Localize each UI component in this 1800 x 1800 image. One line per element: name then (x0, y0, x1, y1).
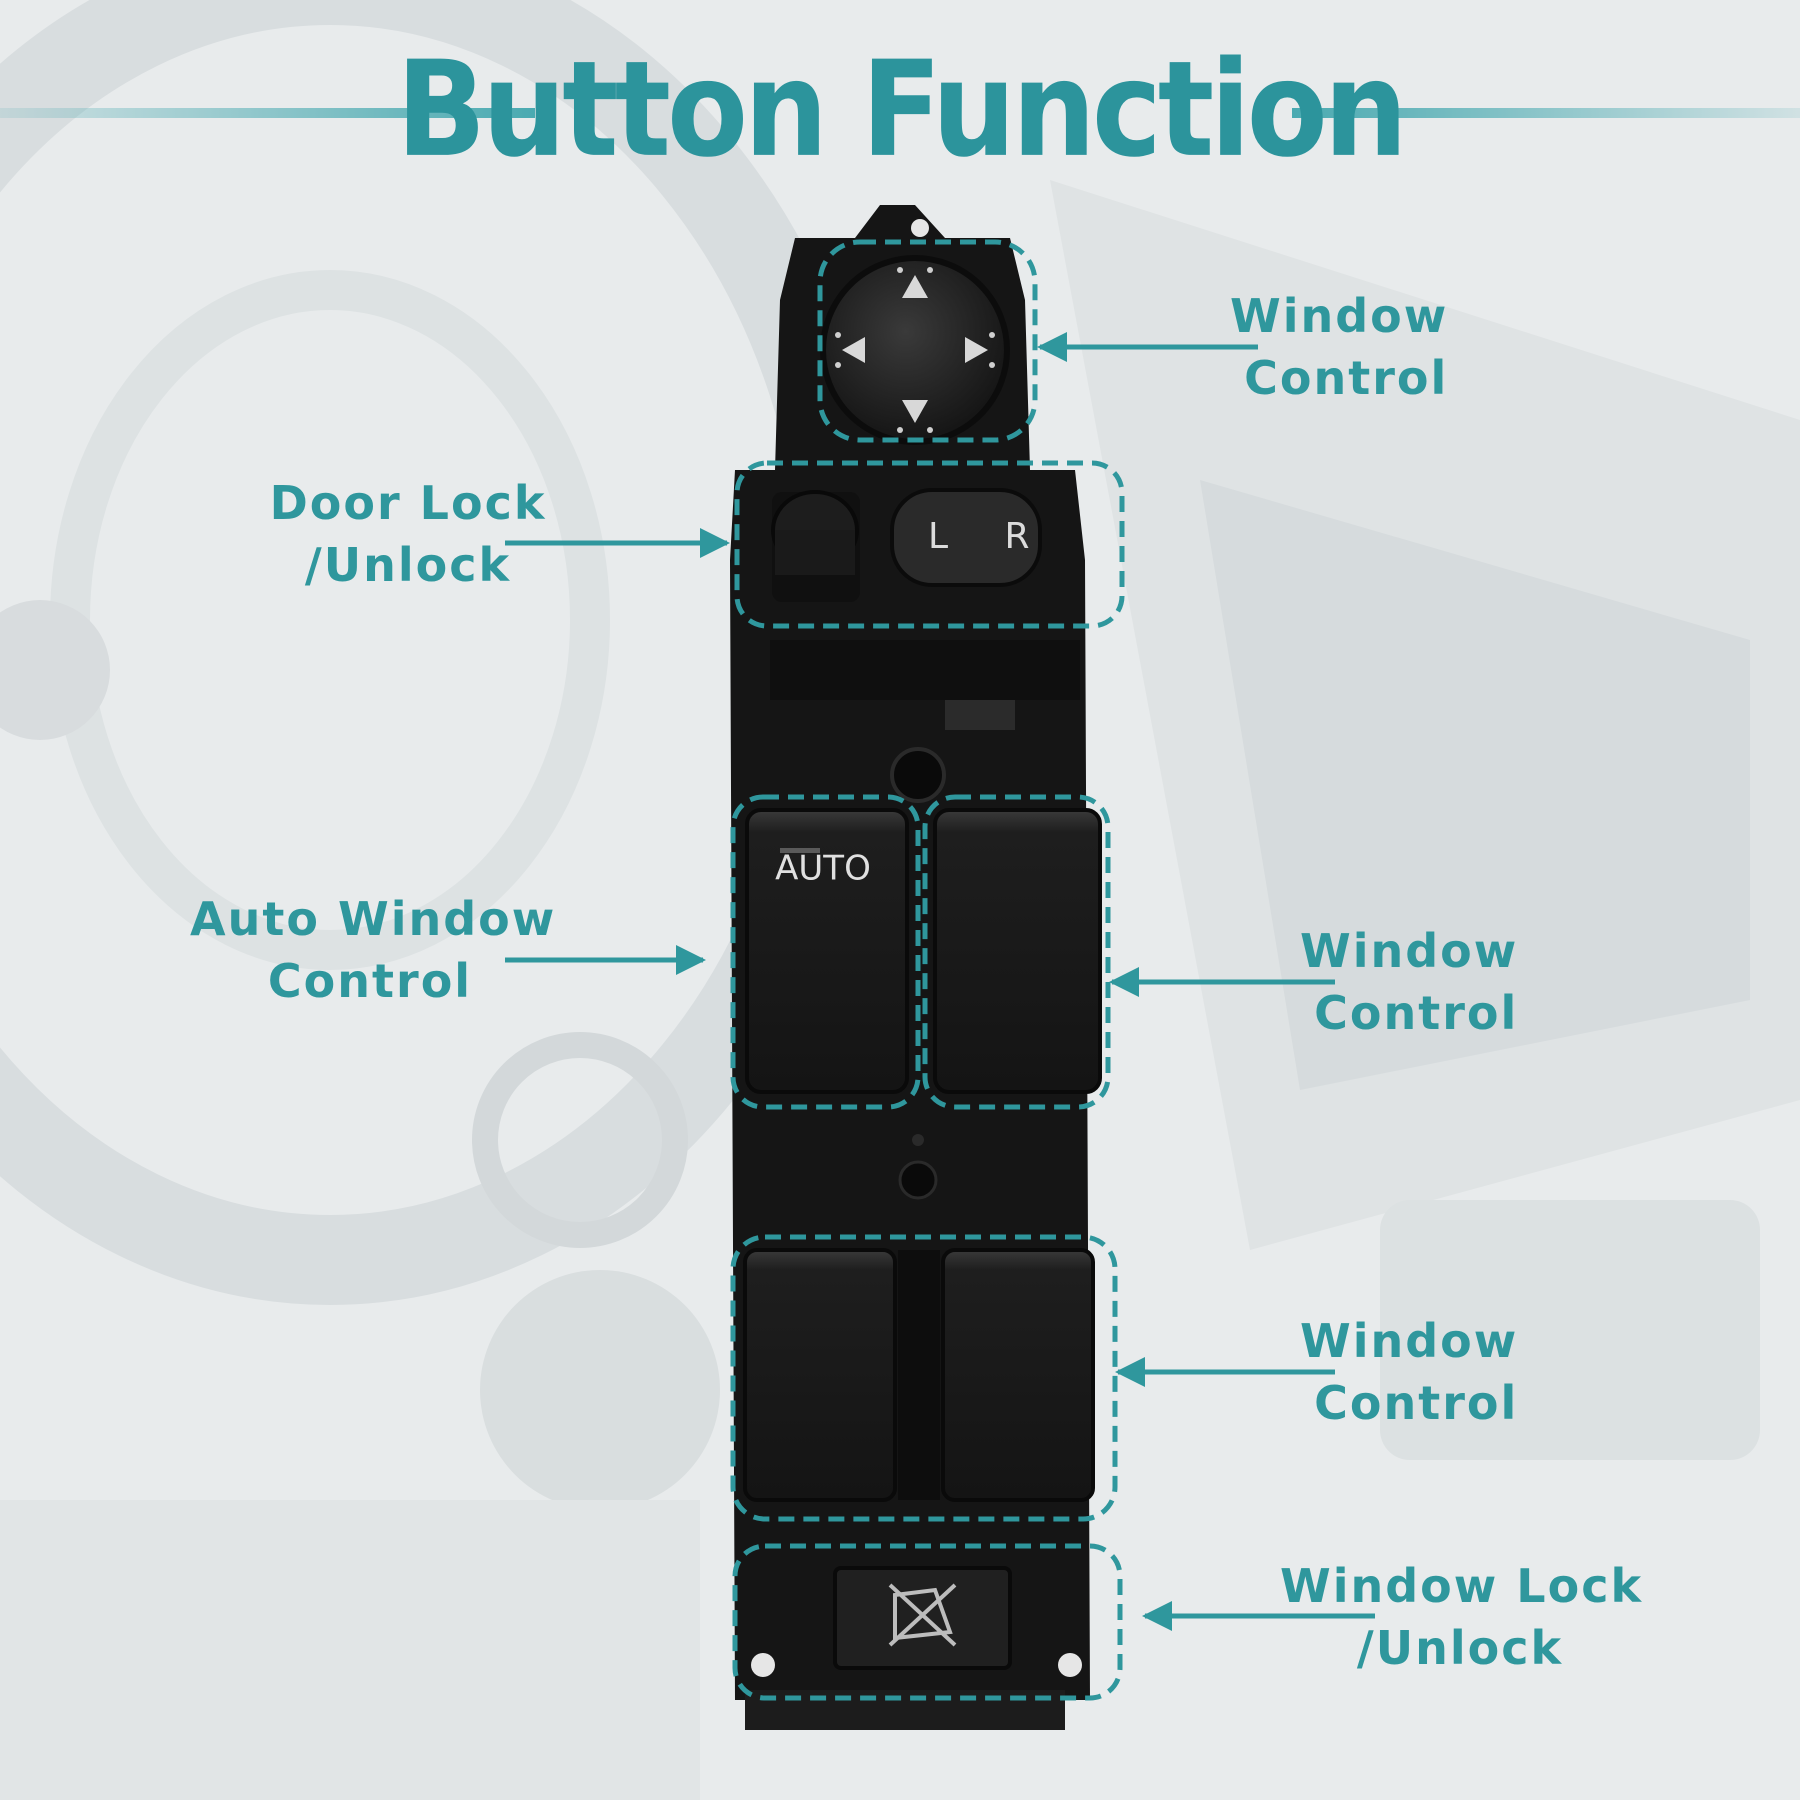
callout-line: Window (1300, 1314, 1519, 1368)
callout-window-lock: Window Lock /Unlock (1280, 1555, 1644, 1679)
callout-line: Auto Window (190, 892, 557, 946)
callout-rear-window-control: Window Control (1300, 1310, 1518, 1434)
callout-auto-window-control: Auto Window Control (190, 888, 557, 1012)
left-label: L (928, 516, 948, 557)
mount-hole (1058, 1653, 1082, 1677)
arrow-right-icon (965, 337, 988, 363)
mirror-control-knob[interactable] (820, 255, 1010, 445)
callout-mirror-window-control: Window Control (1230, 285, 1448, 409)
left-right-selector[interactable]: L R (890, 488, 1042, 587)
page-title: Button Function (396, 31, 1408, 187)
callout-line: Control (1314, 1376, 1519, 1430)
title-rule-right (1292, 108, 1800, 118)
callout-line: Control (1244, 351, 1449, 405)
callout-line: Window Lock (1280, 1559, 1644, 1613)
callout-line: Control (1314, 986, 1519, 1040)
callout-arrows (505, 332, 1375, 1631)
arrow-left-icon (842, 337, 865, 363)
callout-line: Window (1230, 289, 1449, 343)
front-right-window-switch[interactable] (933, 808, 1102, 1094)
callout-front-right-window-control: Window Control (1300, 920, 1518, 1044)
right-label: R (1004, 516, 1029, 557)
mount-hole (751, 1653, 775, 1677)
callout-line: /Unlock (1356, 1621, 1564, 1675)
arrow-down-icon (902, 400, 928, 423)
callout-line: Door Lock (269, 476, 547, 530)
mount-hole (911, 219, 929, 237)
callout-door-lock: Door Lock /Unlock (268, 472, 548, 596)
callout-line: /Unlock (304, 538, 512, 592)
title-rule-left (0, 108, 535, 118)
window-lock-button[interactable] (833, 1566, 1012, 1670)
rear-right-window-switch[interactable] (941, 1248, 1095, 1502)
window-lock-icon (888, 1583, 957, 1647)
callout-line: Window (1300, 924, 1519, 978)
rear-left-window-switch[interactable] (743, 1248, 897, 1502)
callout-line: Control (267, 954, 473, 1008)
door-lock-button[interactable] (771, 490, 860, 602)
auto-window-switch[interactable]: AUTO (745, 808, 909, 1094)
arrow-up-icon (902, 275, 928, 298)
auto-label: AUTO (775, 849, 871, 889)
